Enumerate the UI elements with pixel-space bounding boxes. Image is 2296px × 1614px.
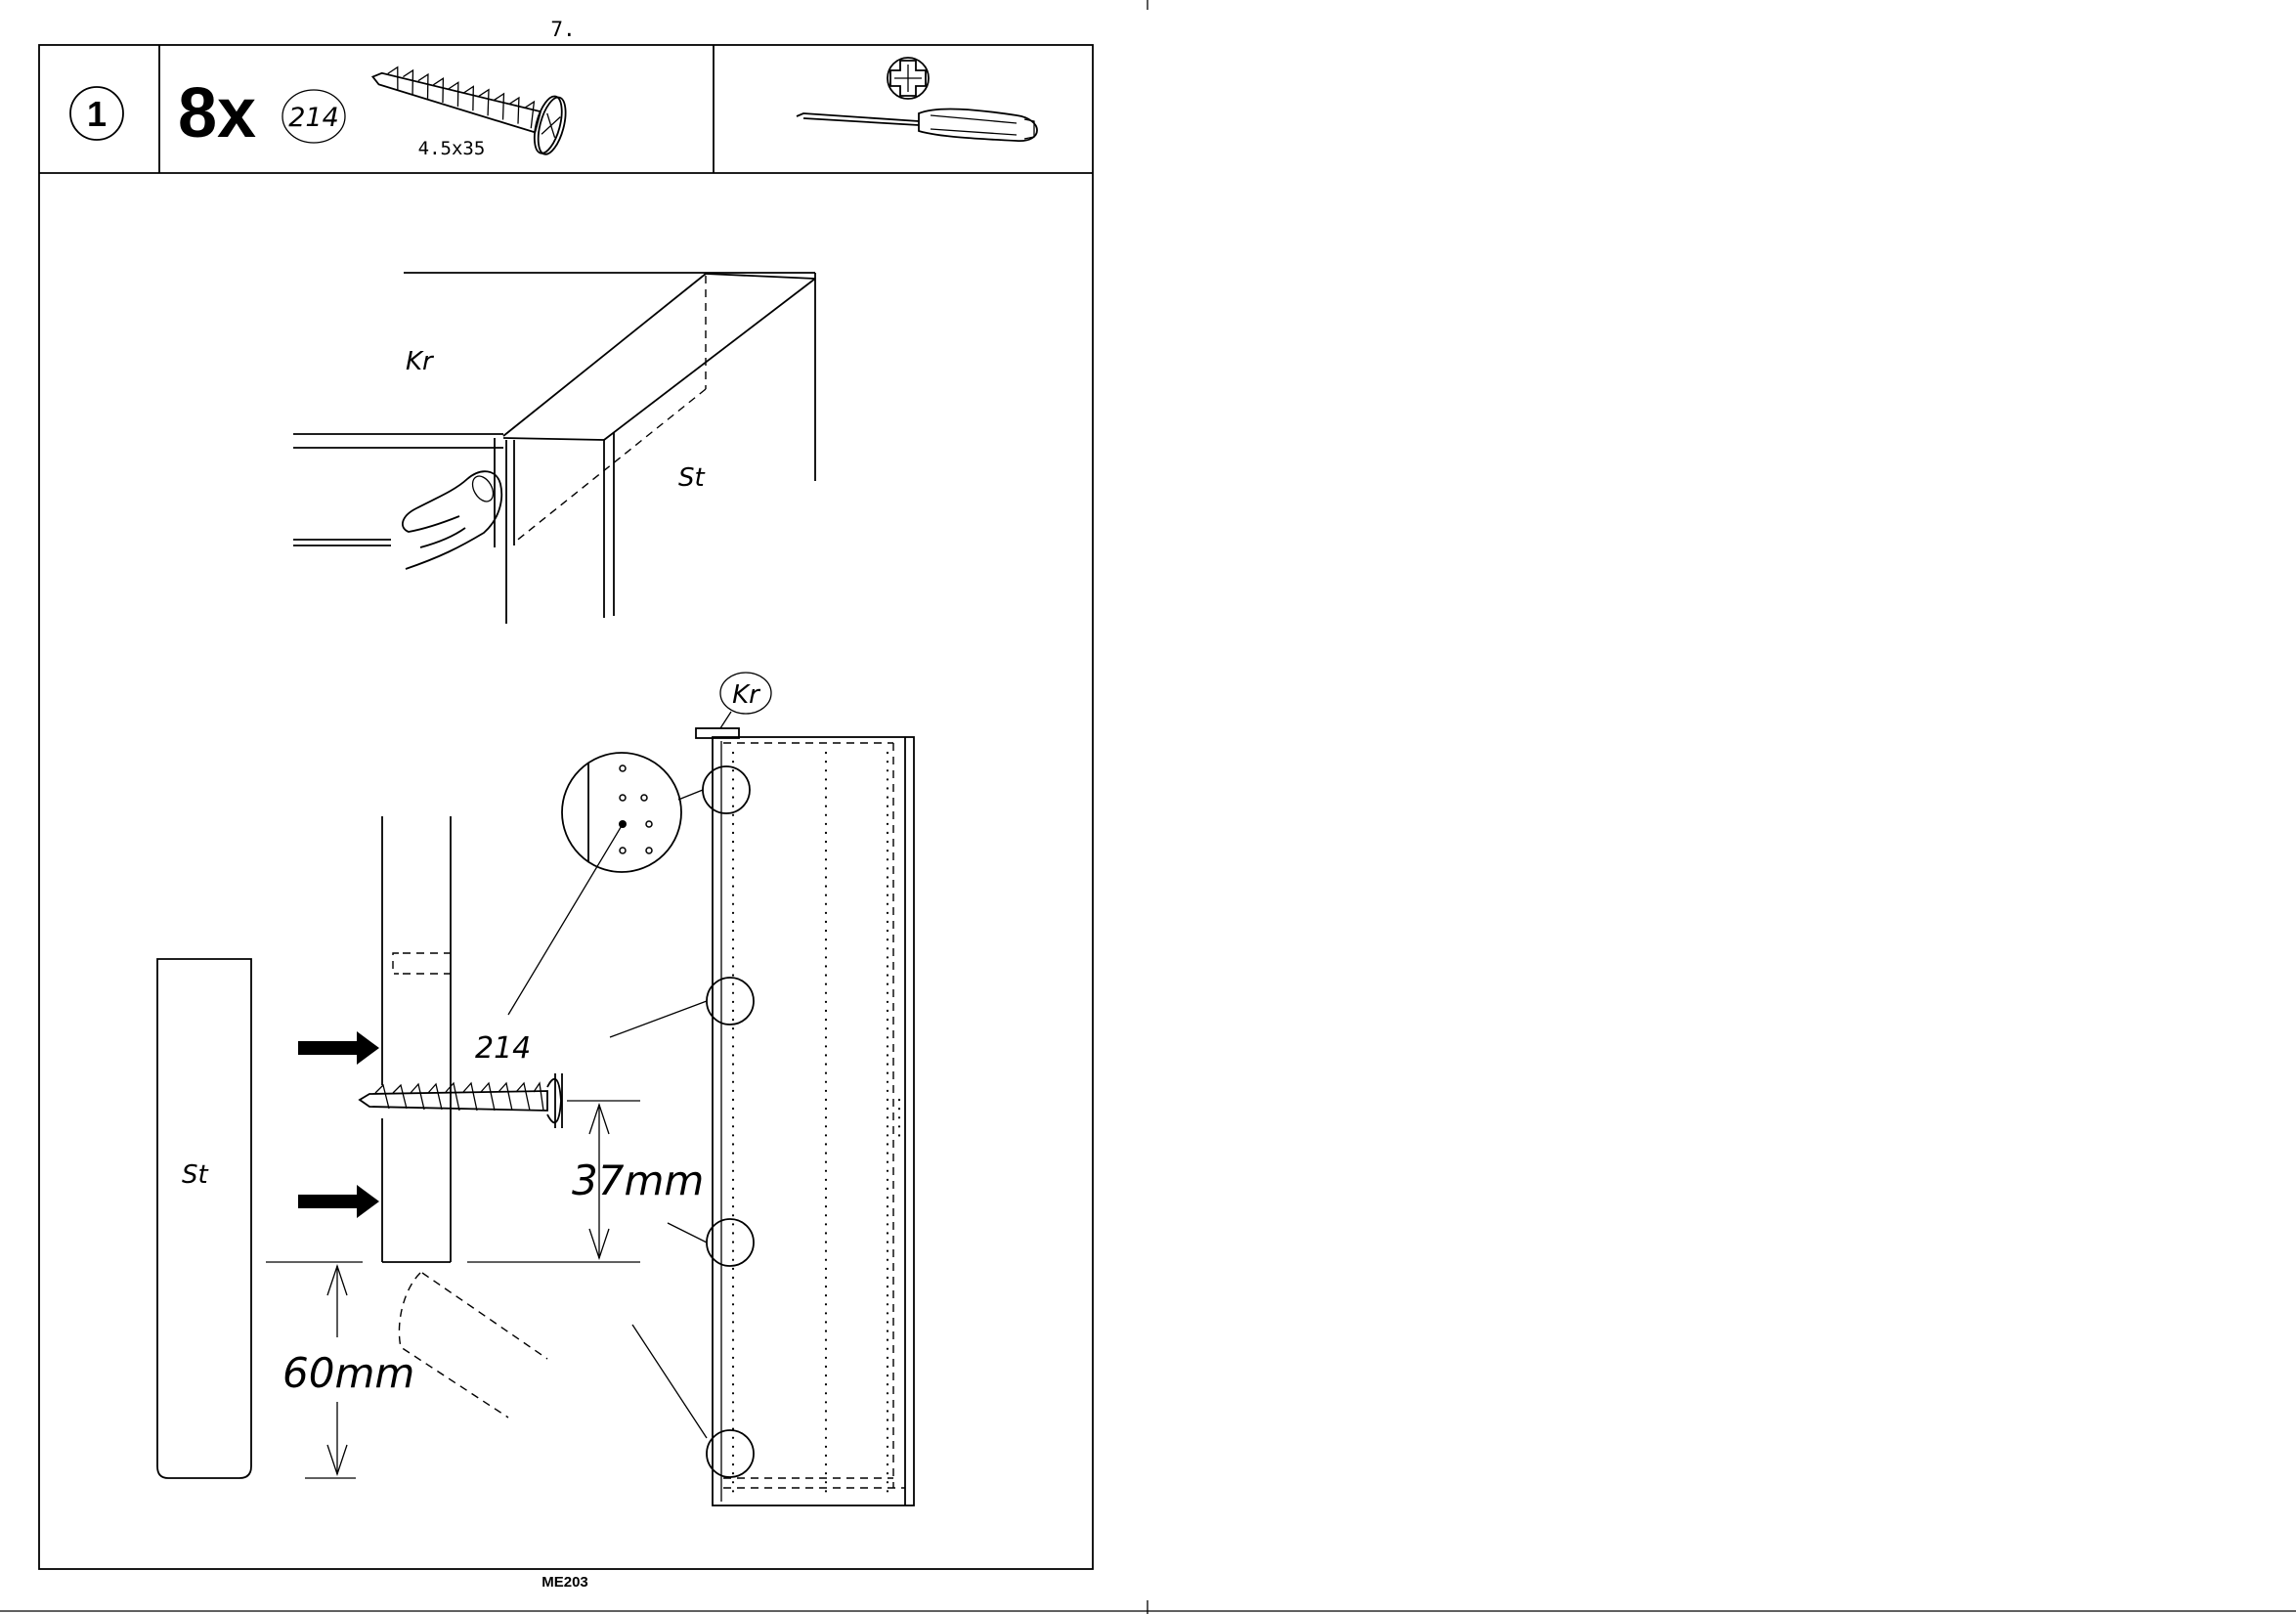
- side-panel-illustration: [157, 959, 251, 1478]
- page-number: 7.: [550, 18, 575, 41]
- label-side-part: St: [678, 463, 706, 493]
- circle-part-badge: Kr: [720, 673, 771, 714]
- part-number: 214: [288, 103, 339, 133]
- screw-location-circle: [707, 1219, 754, 1266]
- footer-code: ME203: [542, 1574, 588, 1591]
- screw-icon: [360, 1073, 562, 1128]
- label-top-part: Kr: [406, 347, 435, 376]
- label-callout-part: 214: [475, 1031, 531, 1066]
- phillips-cross-icon: [888, 58, 929, 99]
- board-cross-section: [298, 816, 547, 1418]
- step-number: 1: [87, 94, 107, 134]
- part-number-badge: 214: [282, 90, 345, 143]
- push-arrow-icon: [298, 1185, 379, 1218]
- screw-location-circle: [703, 766, 750, 813]
- push-arrow-icon: [298, 1031, 379, 1065]
- hole-detail-magnifier: [508, 753, 681, 1015]
- screw-size: 4.5x35: [418, 138, 486, 159]
- phillips-screwdriver-icon: [797, 109, 1037, 142]
- dimension-edge-label: 60mm: [282, 1349, 414, 1397]
- label-left-panel: St: [182, 1160, 209, 1190]
- screw-location-circle: [707, 978, 754, 1025]
- top-assembly-illustration: [293, 273, 815, 624]
- dimension-screw-label: 37mm: [572, 1156, 704, 1204]
- screw-location-circle: [707, 1430, 754, 1477]
- cabinet-side-illustration: [610, 712, 914, 1505]
- step-number-badge: 1: [70, 87, 123, 140]
- label-circle-part: Kr: [732, 680, 761, 710]
- screw-quantity: 8x: [178, 74, 256, 153]
